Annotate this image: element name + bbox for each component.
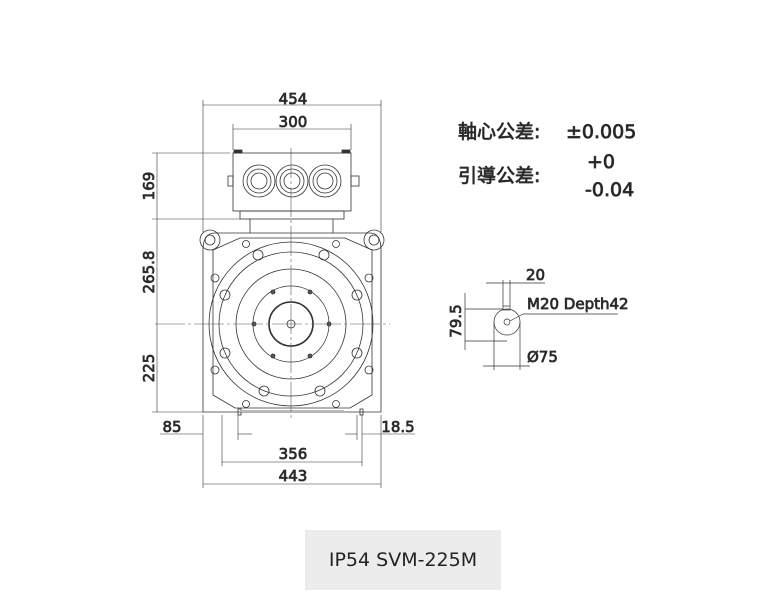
guide-tolerance-label: 引導公差: [458,165,540,187]
dim-85: 85 [162,418,181,436]
dim-300: 300 [279,113,308,131]
terminal-box [227,149,360,233]
dim-225: 225 [140,354,158,383]
shaft-diameter: Ø75 [527,348,558,366]
guide-tolerance-upper: +0 [587,151,615,173]
guide-tolerance-lower: -0.04 [585,179,634,201]
dim-454: 454 [279,90,308,108]
motor-body [199,229,385,416]
dim-169: 169 [140,172,158,201]
key-width: 20 [526,266,545,284]
key-height: 79.5 [447,304,465,337]
dim-18-5: 18.5 [381,418,414,436]
dim-265-8: 265.8 [140,251,158,294]
dim-443: 443 [279,467,308,485]
center-lines [155,148,390,420]
shaft-tolerance-label: 軸心公差: [458,121,540,143]
shaft-tolerance-value: ±0.005 [566,121,636,143]
model-caption: IP54 SVM-225M [305,530,501,590]
thread-spec: M20 Depth42 [527,295,629,313]
shaft-detail [464,280,618,370]
dimension-lines [152,100,415,488]
dim-356: 356 [279,445,308,463]
